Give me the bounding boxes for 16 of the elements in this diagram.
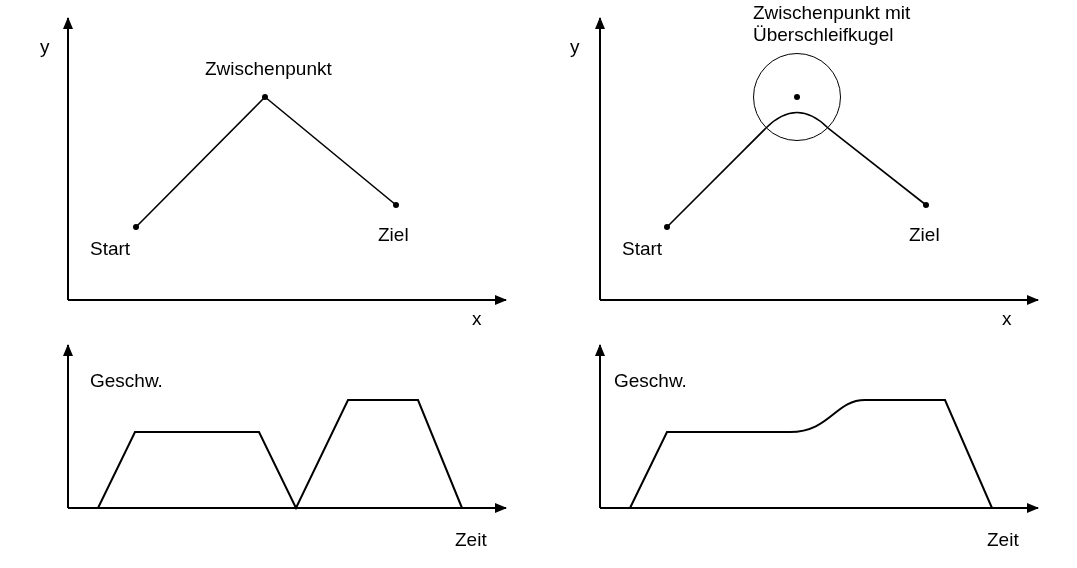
point-label: Start	[622, 238, 663, 260]
point-label: Start	[90, 238, 131, 260]
axis-label: x	[1002, 308, 1012, 330]
axis-label: y	[40, 36, 50, 58]
axis-label: Zeit	[455, 529, 487, 551]
path-segment	[666, 127, 767, 228]
point-label: Ziel	[378, 224, 409, 246]
point-label: Zwischenpunkt	[205, 58, 332, 80]
axis-label: x	[472, 308, 482, 330]
path-segment	[135, 96, 266, 228]
point-label: Ziel	[909, 224, 940, 246]
axis-label: Geschw.	[614, 370, 687, 392]
axis-label: y	[570, 36, 580, 58]
axis-label: Geschw.	[90, 370, 163, 392]
point-label: Zwischenpunkt mit Überschleifkugel	[753, 2, 912, 46]
axis-label: Zeit	[987, 529, 1019, 551]
